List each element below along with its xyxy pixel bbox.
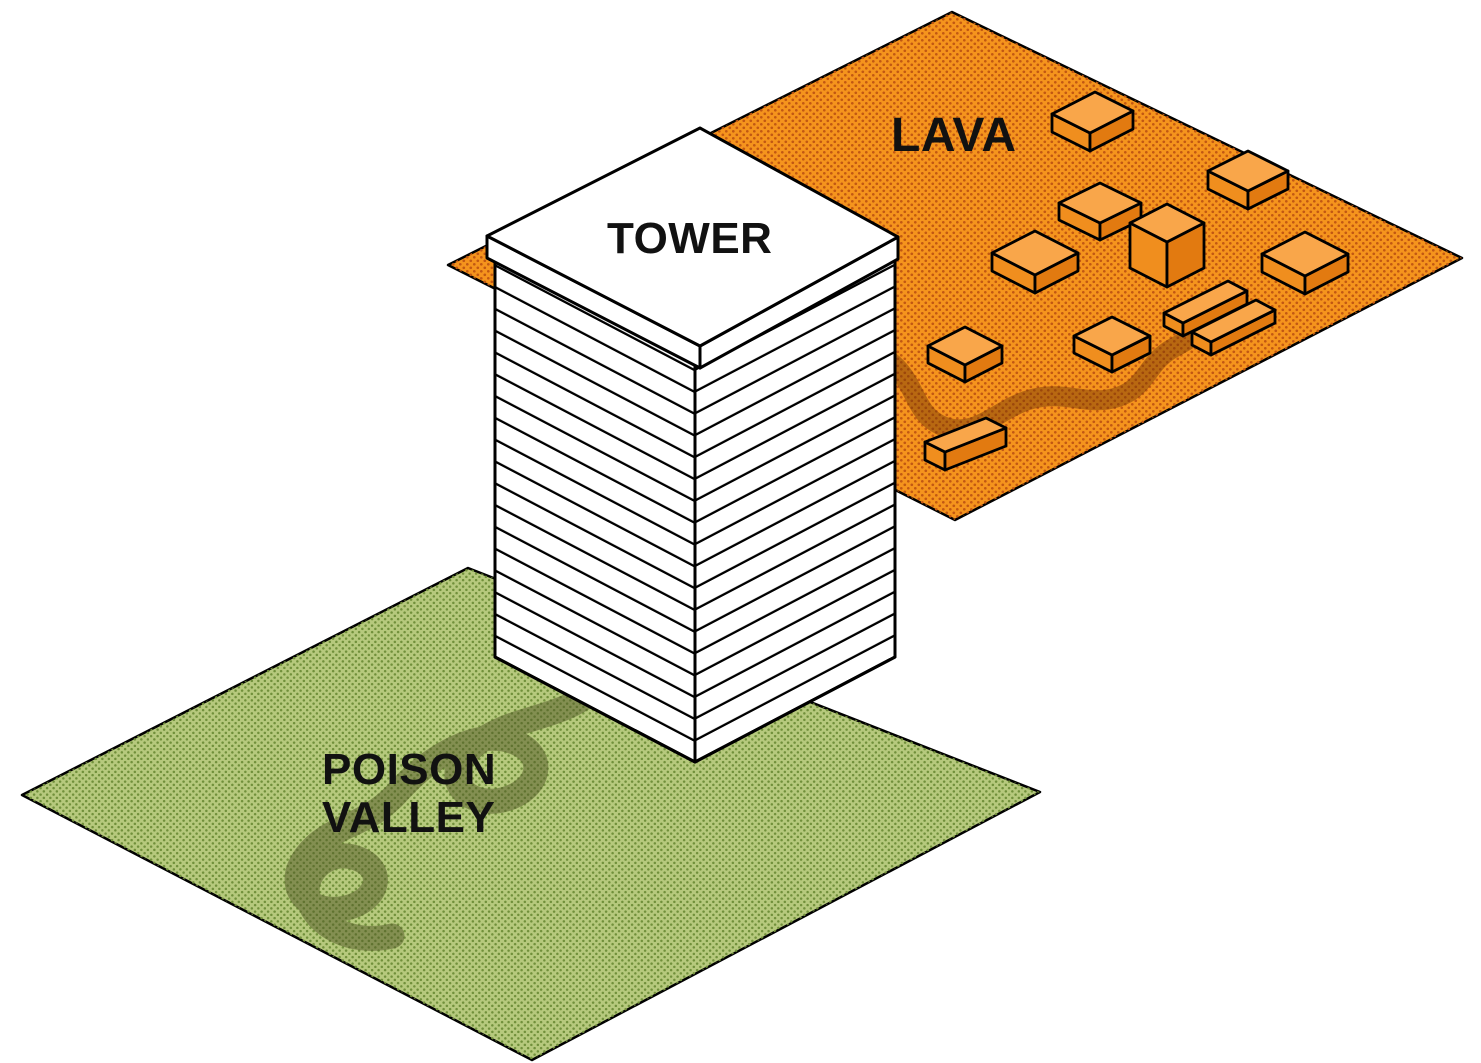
tower: TOWER: [485, 126, 900, 764]
lava-block-bar: [1190, 298, 1277, 357]
block-top-face: [1050, 90, 1135, 135]
block-top-face: [1190, 298, 1277, 344]
tower-label: TOWER: [607, 214, 772, 263]
tower-top-slab: TOWER: [485, 126, 900, 370]
lava-block: [1260, 230, 1350, 296]
tower-shaft: [493, 253, 897, 764]
block-top-face: [926, 325, 1004, 367]
block-top-face: [1260, 230, 1350, 278]
block-top-face: [1072, 315, 1152, 357]
block-top-face: [1057, 181, 1143, 225]
poison-valley-plane: POISON VALLEY: [20, 566, 1042, 1062]
shaft-right-stripes: [695, 255, 895, 762]
valley-winding-trail: [284, 673, 611, 951]
block-top-face: [1162, 279, 1249, 325]
lava-label: LAVA: [891, 109, 1017, 162]
poison-valley-label-line1: POISON: [322, 745, 496, 794]
shaft-left-stripes: [495, 255, 695, 762]
lava-block: [990, 229, 1080, 295]
lava-block: [1050, 90, 1135, 153]
block-top-face: [990, 229, 1080, 277]
lava-block: [1072, 315, 1152, 374]
block-top-face: [923, 416, 1008, 454]
slab-top-face: [485, 126, 900, 348]
lava-block-bar: [923, 416, 1008, 472]
valley-halftone-texture: [22, 568, 1040, 1060]
lava-block: [926, 325, 1004, 384]
lava-block: [1206, 149, 1290, 211]
block-top-face: [1206, 149, 1290, 193]
lava-block: [1057, 181, 1143, 242]
block-top-face: [1128, 202, 1206, 244]
lava-block-tall: [1128, 202, 1206, 289]
poison-valley-label-line2: VALLEY: [322, 793, 495, 842]
